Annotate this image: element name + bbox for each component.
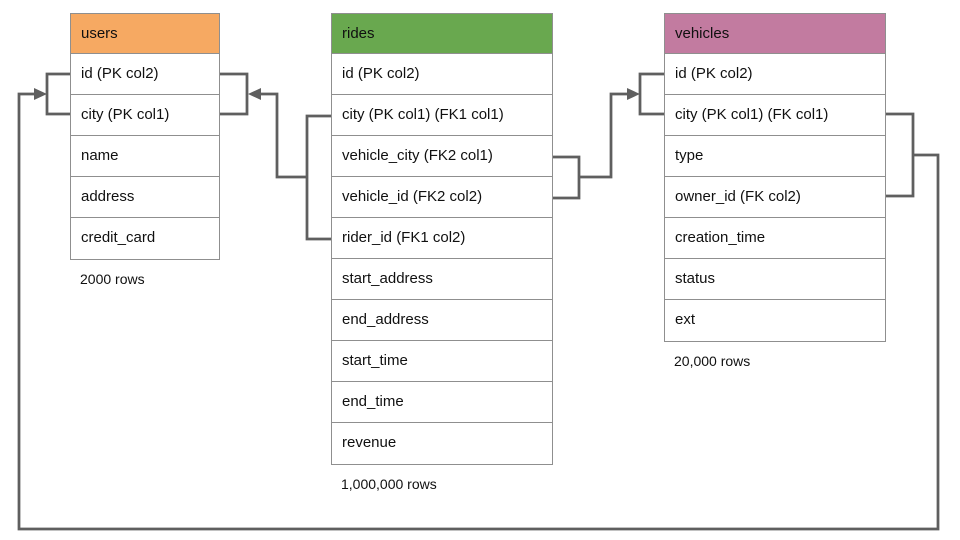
- table-users-row-count: 2000 rows: [80, 271, 145, 287]
- table-vehicles-columns: id (PK col2)city (PK col1) (FK col1)type…: [665, 54, 885, 341]
- table-rides-row-count: 1,000,000 rows: [341, 476, 437, 492]
- relationship-rides-to-vehicles: [553, 72, 664, 200]
- table-row: credit_card: [71, 218, 219, 259]
- table-rides: rides id (PK col2)city (PK col1) (FK1 co…: [331, 13, 553, 492]
- table-row: vehicle_id (FK2 col2): [332, 177, 552, 218]
- table-row: city (PK col1) (FK1 col1): [332, 95, 552, 136]
- table-rides-title: rides: [332, 14, 552, 54]
- table-row: city (PK col1) (FK col1): [665, 95, 885, 136]
- table-row: city (PK col1): [71, 95, 219, 136]
- table-row: ext: [665, 300, 885, 341]
- table-row: owner_id (FK col2): [665, 177, 885, 218]
- arrow-into-users-icon: [248, 88, 261, 100]
- table-vehicles-row-count: 20,000 rows: [674, 353, 751, 369]
- table-row: start_address: [332, 259, 552, 300]
- table-vehicles-title: vehicles: [665, 14, 885, 54]
- table-row: revenue: [332, 423, 552, 464]
- vehicles-fk-bracket-right: [886, 112, 915, 198]
- table-row: status: [665, 259, 885, 300]
- rides-vehicles-link-line: [579, 92, 628, 179]
- rides-fk2-bracket-right: [553, 155, 581, 200]
- arrow-into-users-left-icon: [34, 88, 47, 100]
- table-row: end_time: [332, 382, 552, 423]
- table-row: type: [665, 136, 885, 177]
- table-row: address: [71, 177, 219, 218]
- table-row: vehicle_city (FK2 col1): [332, 136, 552, 177]
- arrow-into-vehicles-icon: [627, 88, 640, 100]
- table-row: start_time: [332, 341, 552, 382]
- table-row: rider_id (FK1 col2): [332, 218, 552, 259]
- table-row: id (PK col2): [665, 54, 885, 95]
- table-row: id (PK col2): [71, 54, 219, 95]
- relationship-rides-to-users: [220, 72, 331, 241]
- table-row: name: [71, 136, 219, 177]
- users-key-bracket-right: [220, 72, 249, 116]
- users-key-bracket-left: [45, 72, 70, 116]
- rides-users-link-line: [260, 92, 307, 179]
- table-row: creation_time: [665, 218, 885, 259]
- table-row: id (PK col2): [332, 54, 552, 95]
- table-row: end_address: [332, 300, 552, 341]
- rides-fk1-bracket-left: [305, 114, 331, 241]
- table-users-title: users: [71, 14, 219, 54]
- table-vehicles: vehicles id (PK col2)city (PK col1) (FK …: [664, 13, 886, 369]
- vehicles-key-bracket-left: [638, 72, 664, 116]
- table-rides-columns: id (PK col2)city (PK col1) (FK1 col1)veh…: [332, 54, 552, 464]
